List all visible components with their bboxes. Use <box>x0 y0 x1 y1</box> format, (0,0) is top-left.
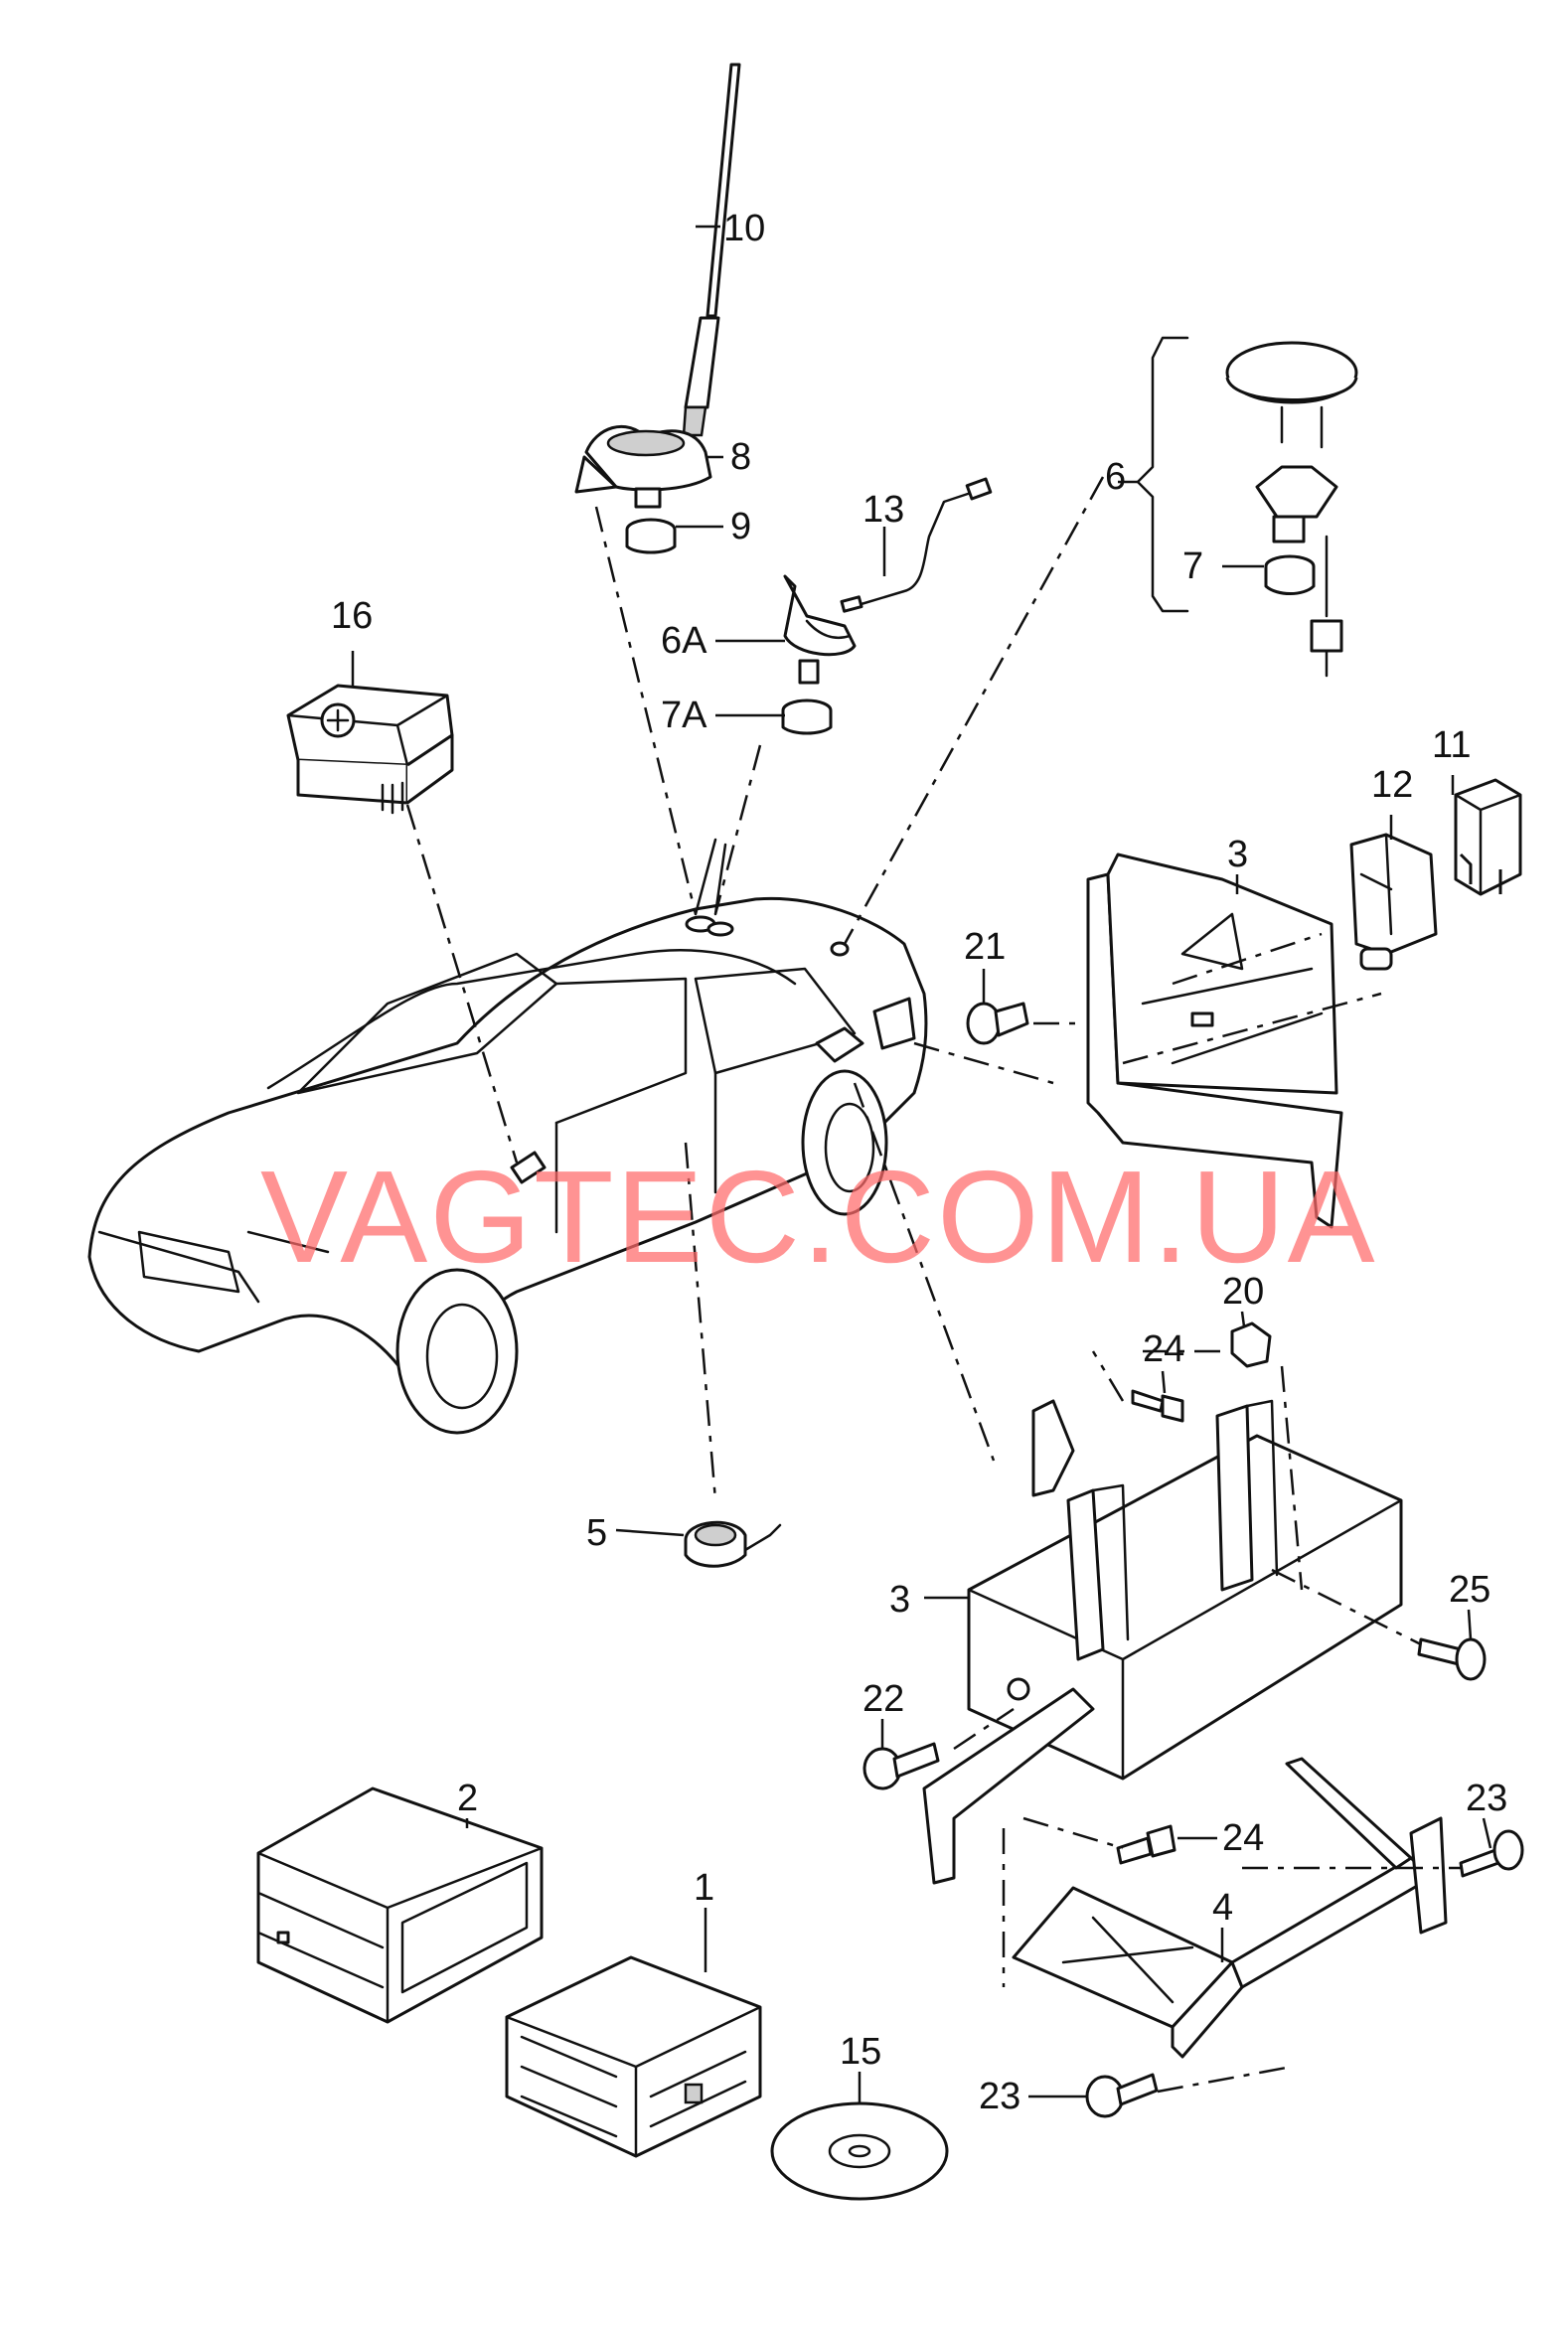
bolt-22 <box>862 1742 940 1790</box>
mounting-plate <box>1012 1757 1448 2059</box>
bolt-25 <box>1417 1637 1487 1681</box>
roof-antenna-rod <box>682 63 741 437</box>
callout-24-upper: 24 <box>1143 1328 1184 1370</box>
callout-6a: 6A <box>661 620 707 662</box>
callout-3-lower: 3 <box>889 1579 910 1621</box>
bolt-23-right <box>1459 1829 1524 1878</box>
bolt-23-lower <box>1085 2073 1159 2118</box>
callout-11: 11 <box>1432 724 1471 766</box>
callout-9: 9 <box>730 506 751 547</box>
callout-5: 5 <box>586 1512 607 1554</box>
radio-unit <box>505 1955 762 2158</box>
callout-labels: 10 8 9 13 6 7 6A 7A 16 11 12 3 21 20 24 … <box>331 208 1507 2117</box>
callout-21: 21 <box>964 926 1006 968</box>
antenna-nut <box>625 518 677 554</box>
callout-12: 12 <box>1371 764 1413 806</box>
callout-7: 7 <box>1182 545 1203 587</box>
callout-13: 13 <box>862 489 904 531</box>
shark-antenna-nut <box>781 699 833 735</box>
callout-20: 20 <box>1222 1271 1264 1313</box>
callout-8: 8 <box>730 436 751 478</box>
callout-23-right: 23 <box>1466 1778 1507 1819</box>
callout-leaders <box>351 225 1492 2103</box>
callout-25: 25 <box>1449 1569 1490 1611</box>
tuner-module <box>1349 833 1438 971</box>
callout-10: 10 <box>723 208 765 249</box>
bolt-24-lower <box>1116 1824 1176 1865</box>
callout-1: 1 <box>694 1867 714 1909</box>
compact-disc <box>770 2101 949 2201</box>
callout-24-lower: 24 <box>1222 1817 1264 1859</box>
upper-bracket <box>1086 853 1343 1229</box>
relay-module <box>1454 778 1522 896</box>
bolt-21 <box>966 1002 1029 1045</box>
bolt-24-upper <box>1131 1389 1184 1423</box>
callout-6: 6 <box>1105 456 1126 498</box>
callout-2: 2 <box>457 1778 478 1819</box>
sensor-module <box>684 1520 782 1568</box>
callout-7a: 7A <box>661 695 707 736</box>
antenna-cable <box>840 477 993 613</box>
shark-antenna <box>783 574 857 685</box>
callout-16: 16 <box>331 595 373 637</box>
round-antenna-kit <box>1136 336 1358 678</box>
clip-20 <box>1230 1321 1272 1368</box>
callout-22: 22 <box>862 1678 904 1720</box>
callout-4: 4 <box>1212 1887 1233 1929</box>
callout-3-upper: 3 <box>1227 834 1248 875</box>
control-module <box>286 684 454 815</box>
callout-23-lower: 23 <box>979 2076 1020 2117</box>
callout-15: 15 <box>840 2031 881 2073</box>
assembly-lines <box>405 476 1461 2094</box>
lower-bracket <box>922 1399 1403 1885</box>
watermark: VAGTEC.COM.UA <box>260 1144 1377 1290</box>
car-sedan <box>87 838 928 1435</box>
mounting-frame <box>256 1786 544 2024</box>
antenna-base <box>574 424 712 509</box>
